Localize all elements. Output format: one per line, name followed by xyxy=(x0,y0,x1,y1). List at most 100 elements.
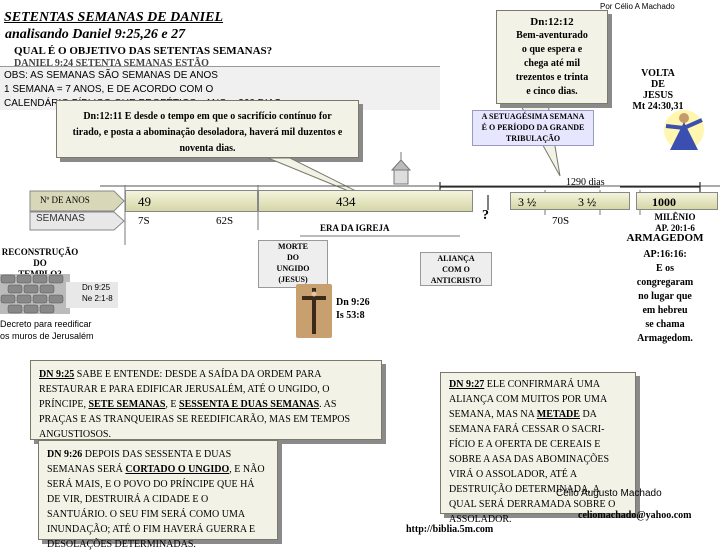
weeks-62: 62S xyxy=(216,215,234,227)
dn925-text: DN 9:25 SABE E ENTENDE: DESDE A SAÍDA DA… xyxy=(39,367,373,442)
dn927-ref: DN 9:27 xyxy=(449,379,485,390)
weeks-arrow xyxy=(29,211,125,231)
question-heading: QUAL É O OBJETIVO DAS SETENTAS SEMANAS? xyxy=(14,45,273,57)
dn1211-box: Dn:12:11 E desde o tempo em que o sacrif… xyxy=(56,100,359,158)
page-subtitle: analisando Daniel 9:25,26 e 27 xyxy=(5,27,186,42)
dn1212-line-1: Bem-aventurado xyxy=(516,30,588,41)
armagedom-title: ARMAGEDOM xyxy=(626,232,704,244)
timeline-bar-1000 xyxy=(636,192,718,210)
morte-line-3: UNGIDO xyxy=(276,264,310,273)
church-icon xyxy=(390,152,412,185)
reconstrucao-line-1: RECONSTRUÇÃO xyxy=(1,247,79,257)
author-name: Célio Augusto Machado xyxy=(556,488,662,499)
septuagesima-box: A SETUAGÉSIMA SEMANA É O PERÍODO DA GRAN… xyxy=(472,110,594,146)
timeline-bar-49 xyxy=(125,190,258,212)
armagedom-line-3: congregaram xyxy=(636,277,694,288)
armagedom-line-6: se chama xyxy=(645,319,685,330)
morte-box: MORTE DO UNGIDO (JESUS) xyxy=(258,240,328,288)
hidden-line: DANIEL 9:24 SETENTA SEMANAS ESTÃO xyxy=(14,58,209,69)
volta-line-4: Mt 24:30,31 xyxy=(632,101,684,112)
dn1212-line-3: chega até mil xyxy=(523,58,581,69)
dn1212-line-4: trezentos e trinta xyxy=(515,72,589,83)
wall-bricks-icon xyxy=(0,274,70,314)
years-3-a: 3 xyxy=(518,195,524,209)
dn925-box: DN 9:25 SABE E ENTENDE: DESDE A SAÍDA DA… xyxy=(30,360,382,440)
author-email[interactable]: celiomachado@yahoo.com xyxy=(578,510,692,521)
crucifix-icon xyxy=(296,284,332,338)
volta-jesus: VOLTA DE JESUS Mt 24:30,31 xyxy=(630,68,686,112)
dn1212-line-5: e cinco dias. xyxy=(526,86,578,97)
svg-text:½: ½ xyxy=(527,197,536,209)
decreto-line-1: Decreto para reedificar xyxy=(0,319,92,329)
dn926-text: DN 9:26 DEPOIS DAS SESSENTA E DUAS SEMAN… xyxy=(47,447,269,552)
dn925-end: . AS PRAÇAS E AS TRANQUEIRAS SE REEDIFIC… xyxy=(39,399,351,440)
septuagesima-line-3: TRIBULAÇÃO xyxy=(505,134,561,143)
armagedom-line-4: no lugar que xyxy=(638,291,692,302)
years-arrow xyxy=(29,190,125,212)
dn1212-box: Dn:12:12 Bem-aventurado o que espera e c… xyxy=(496,10,608,104)
dn925-ne-line-1: Dn 9:25 xyxy=(82,283,111,292)
dn927-box: DN 9:27 ELE CONFIRMARÁ UMA ALIANÇA COM M… xyxy=(440,372,636,525)
author-credit: Por Célio A Machado xyxy=(600,2,675,11)
alianca-line-3: ANTICRISTO xyxy=(430,276,482,285)
dn925-sessenta: SESSENTA E DUAS SEMANAS xyxy=(179,399,320,410)
timeline-bar-70 xyxy=(510,192,630,210)
armagedom-line-7: Armagedom. xyxy=(637,333,693,344)
septuagesima-line-1: A SETUAGÉSIMA SEMANA xyxy=(481,112,585,121)
timeline-bar-434 xyxy=(258,190,473,212)
svg-text:½: ½ xyxy=(587,197,596,209)
volta-line-2: DE xyxy=(651,79,665,90)
obs-line-1: OBS: AS SEMANAS SÃO SEMANAS DE ANOS xyxy=(4,70,218,81)
dn925-sete: SETE SEMANAS xyxy=(88,399,166,410)
dn926-box: DN 9:26 DEPOIS DAS SESSENTA E DUAS SEMAN… xyxy=(38,440,278,550)
dn1212-ref: Dn:12:12 xyxy=(530,16,574,28)
years-3-b: 3 xyxy=(578,195,584,209)
volta-line-3: JESUS xyxy=(642,90,673,101)
decreto-line-2: os muros de Jerusalém xyxy=(0,331,94,341)
morte-line-1: MORTE xyxy=(278,242,308,251)
armagedom-line-1: AP:16:16: xyxy=(643,249,687,260)
dn925-body: SABE E ENTENDE: DESDE A SAÍDA DA ORDEM P… xyxy=(39,369,330,410)
era-igreja: ERA DA IGREJA xyxy=(320,223,390,233)
weeks-70: 70S xyxy=(552,215,570,227)
dn927-text: DN 9:27 ELE CONFIRMARÁ UMA ALIANÇA COM M… xyxy=(449,377,627,527)
morte-line-4: (JESUS) xyxy=(278,275,308,284)
armagedom-line-2: E os xyxy=(655,263,675,274)
dn1212-line-2: o que espera e xyxy=(521,44,583,55)
dn926-p2: , E NÃO SERÁ MAIS, E O POVO DO PRÍNCIPE … xyxy=(47,464,265,550)
decreto-text: Decreto para reedificar os muros de Jeru… xyxy=(0,318,94,342)
dn926-ref: DN 9:26 xyxy=(47,449,83,460)
dn925-ne-line-2: Ne 2:1-8 xyxy=(82,294,113,303)
weeks-label: SEMANAS xyxy=(36,213,85,224)
years-label: Nº DE ANOS xyxy=(40,195,90,205)
site-url[interactable]: http://biblia.5m.com xyxy=(406,524,494,535)
dn925-mid: , E xyxy=(165,399,180,410)
armagedom-line-5: em hebreu xyxy=(642,305,688,316)
half-a-icon: ½ xyxy=(527,197,536,209)
septuagesima-line-2: É O PERÍODO DA GRANDE xyxy=(481,123,585,132)
dn927-p2: DA SEMANA FARÁ CESSAR O SACRI-FÍCIO E A … xyxy=(449,409,616,525)
years-434: 434 xyxy=(336,194,356,209)
obs-line-2: 1 SEMANA = 7 ANOS, E DE ACORDO COM O xyxy=(4,84,214,95)
dn926-cortado: CORTADO O UNGIDO xyxy=(125,464,230,475)
weeks-7: 7S xyxy=(138,215,150,227)
years-49: 49 xyxy=(138,194,151,209)
milenio-line-1: MILÊNIO xyxy=(654,212,696,222)
question-mark: ? xyxy=(482,208,489,223)
dn925-ref: DN 9:25 xyxy=(39,369,75,380)
years-1000: 1000 xyxy=(652,195,676,209)
alianca-box: ALIANÇA COM O ANTICRISTO xyxy=(420,252,492,286)
milenio-line-2: AP. 20:1-6 xyxy=(655,223,695,233)
alianca-line-2: COM O xyxy=(442,265,470,274)
alianca-line-1: ALIANÇA xyxy=(437,254,475,263)
volta-line-1: VOLTA xyxy=(641,68,675,79)
morte-line-2: DO xyxy=(287,253,299,262)
page-title: SETENTAS SEMANAS DE DANIEL xyxy=(4,10,224,25)
days-1290: 1290 dias xyxy=(566,177,605,188)
half-b-icon: ½ xyxy=(587,197,596,209)
dn926-ref-line-2: Is 53:8 xyxy=(336,310,365,321)
dn927-p1: ELE CONFIRMARÁ UMA ALIANÇA COM MUITOS PO… xyxy=(449,379,607,420)
dn926-ref-line-1: Dn 9:26 xyxy=(336,297,370,308)
dn926-p1: DEPOIS DAS SESSENTA E DUAS SEMANAS SERÁ xyxy=(47,449,232,475)
dn927-metade: METADE xyxy=(536,409,580,420)
